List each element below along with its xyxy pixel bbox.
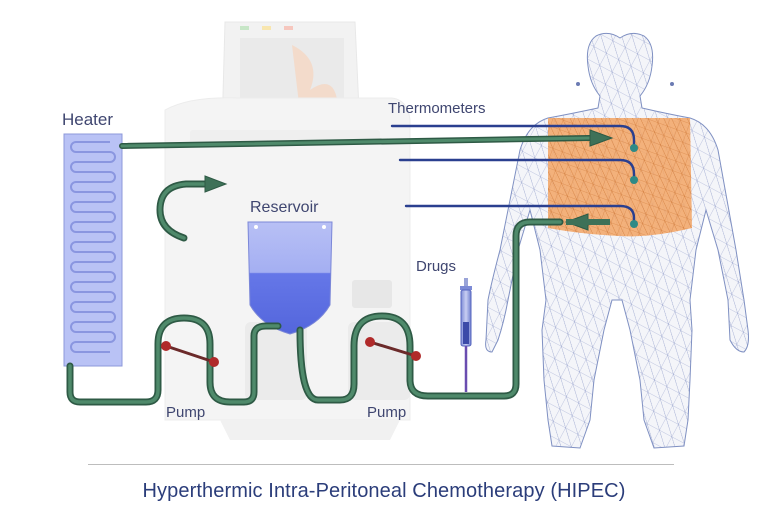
tubing-circuit <box>66 135 593 406</box>
patient-body <box>485 32 749 449</box>
heater-unit <box>63 133 123 367</box>
syringe-flange <box>460 286 472 290</box>
reservoir-bag <box>247 221 333 335</box>
drug-syringe <box>460 278 472 392</box>
nipple-left <box>576 82 580 86</box>
tube-reservoir-to-patient-inner <box>298 220 562 402</box>
tube-recirculation-loop-inner <box>158 182 207 240</box>
pump-right-label: Pump <box>367 404 407 421</box>
tube-heater-to-abdomen-inner <box>120 136 592 148</box>
pump-right-roller-2 <box>411 351 421 361</box>
tube-heater-to-reservoir-inner <box>68 316 280 404</box>
pump-left <box>161 341 219 367</box>
reservoir-hole-right <box>322 225 326 229</box>
thermometer-probe-2 <box>630 176 638 184</box>
monitor-flame-graphic <box>292 45 338 112</box>
syringe-plunger <box>464 278 468 288</box>
machine-base <box>220 420 400 440</box>
pump-left-roller-2 <box>209 357 219 367</box>
pump-right-roller-1 <box>365 337 375 347</box>
title-divider <box>88 464 674 465</box>
flow-arrow-into-abdomen <box>589 129 614 147</box>
thermometers-label: Thermometers <box>388 100 486 117</box>
thermometer-wire-2 <box>398 158 636 180</box>
pump-right <box>365 337 421 361</box>
monitor-led-yellow <box>262 26 271 30</box>
diagram-title: Hyperthermic Intra-Peritoneal Chemothera… <box>142 480 626 502</box>
pump-right-rotor-arm <box>369 340 417 358</box>
thermometer-wire-1 <box>390 124 636 148</box>
reservoir-hole-left <box>254 225 258 229</box>
pump-housing-left <box>245 322 307 400</box>
flow-arrow-recirculation <box>204 175 228 193</box>
pump-left-roller-1 <box>161 341 171 351</box>
reservoir-body <box>247 221 333 335</box>
thermometer-probe-1 <box>630 144 638 152</box>
pump-housing-right <box>348 322 410 400</box>
machine-display <box>352 280 392 308</box>
body-wireframe-mesh <box>485 33 749 449</box>
perfusion-machine-background <box>164 21 411 440</box>
syringe-fluid <box>463 322 469 344</box>
heater-label: Heater <box>62 110 114 129</box>
thermometer-probe-3 <box>630 220 638 228</box>
nipple-right <box>670 82 674 86</box>
drugs-label: Drugs <box>416 258 457 275</box>
pump-left-rotor-arm <box>165 344 215 364</box>
heater-coil <box>70 141 116 353</box>
thermometer-wires <box>390 124 636 224</box>
thermometer-wire-3 <box>404 204 636 224</box>
reservoir-label: Reservoir <box>250 199 319 216</box>
monitor-led-red <box>284 26 293 30</box>
monitor-led-green <box>240 26 249 30</box>
pump-left-label: Pump <box>166 404 206 421</box>
